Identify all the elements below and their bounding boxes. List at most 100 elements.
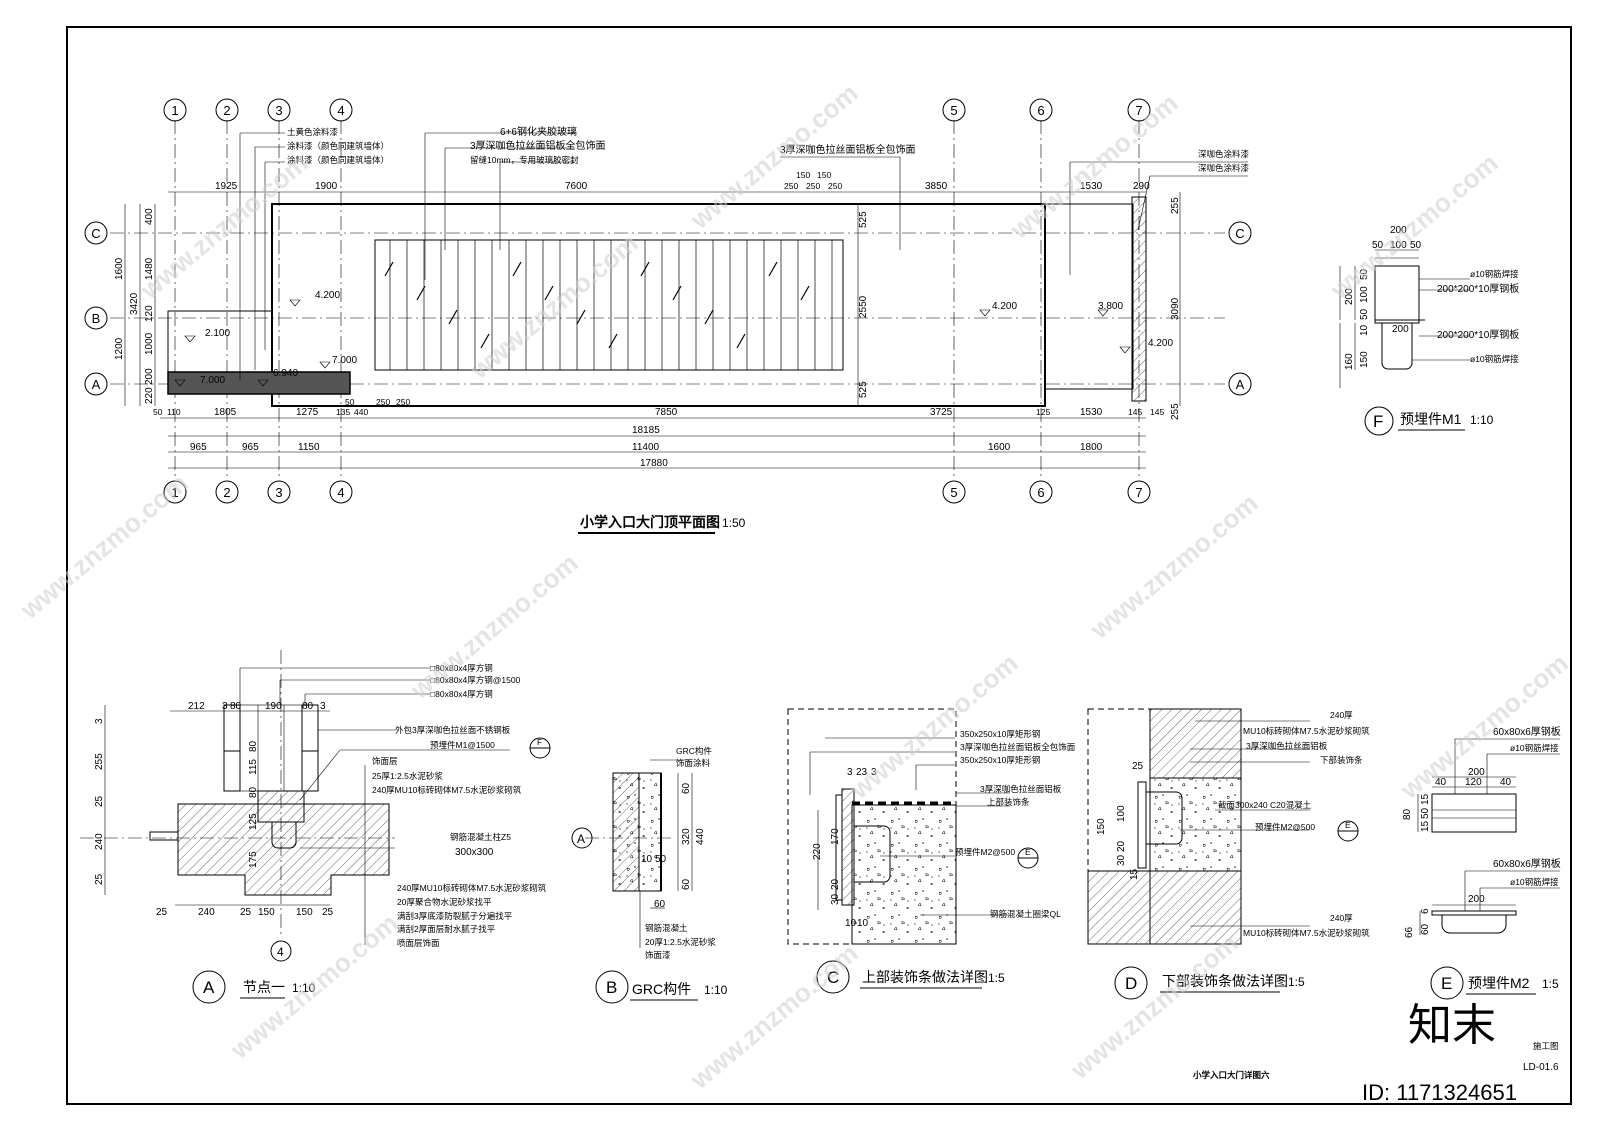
elev-6: 4.200 — [992, 301, 1017, 312]
d-dim-4: 30 — [1116, 854, 1127, 866]
f-dim-200: 200 — [1390, 225, 1407, 236]
a-dim-t6: 3 — [320, 701, 326, 712]
dim-top-4: 250 — [784, 181, 798, 191]
e-dim-4: 40 — [1500, 777, 1512, 788]
b-dim-4: 440 — [695, 828, 706, 845]
grid-bubble-bottom-4-circle — [329, 480, 353, 504]
dim-left-8: 220 — [144, 387, 155, 404]
elev-2: 2.100 — [205, 328, 230, 339]
e-dim-6: 15 — [1420, 793, 1431, 805]
b-label-b3: 饰面漆 — [645, 950, 671, 960]
e-dim-9: 200 — [1468, 894, 1485, 905]
c-dim-2: 23 — [856, 767, 868, 778]
grid-bubble-top-5: 5 — [950, 103, 957, 118]
a-dim-t2: 3 — [222, 701, 228, 712]
sheet-drawing-no: LD-01.6 — [1523, 1062, 1559, 1073]
e-dim-8: 15 — [1420, 820, 1431, 832]
e-label-1: 60x80x6厚钢板 — [1493, 725, 1561, 738]
dim-b1-8: 250 — [376, 397, 390, 407]
a-dim-b3: 25 — [240, 907, 252, 918]
dim-left-6: 1200 — [114, 337, 125, 360]
c-label-3: 350x250x10厚矩形钢 — [960, 755, 1040, 765]
e-bubble: E — [1441, 974, 1452, 993]
dim-right-1: 255 — [1170, 197, 1181, 214]
e-dim-5: 80 — [1402, 808, 1413, 820]
watermark-3: www.znzmo.com — [684, 78, 864, 236]
note-4: 6+6钢化夹胶玻璃 — [500, 125, 577, 138]
a-dim-b6: 25 — [322, 907, 334, 918]
dim-b1-1: 50 — [153, 407, 163, 417]
glass-reflection-mark — [512, 261, 522, 277]
grid-bubble-top-6: 6 — [1037, 103, 1044, 118]
dim-b1-9: 250 — [396, 397, 410, 407]
dim-left-3: 1480 — [144, 257, 155, 280]
glass-reflection-mark — [416, 285, 426, 301]
a-dim-b2: 240 — [198, 907, 215, 918]
a-title: 节点一 — [243, 979, 285, 995]
note-5: 3厚深咖色拉丝面铝板全包饰面 — [470, 139, 606, 152]
grid-bubble-bottom-5: 5 — [950, 485, 957, 500]
d-label-6: 预埋件M2@500 — [1255, 822, 1315, 832]
f-scale: 1:10 — [1470, 413, 1494, 427]
dim-b2-6: 1800 — [1080, 442, 1103, 453]
b-dim-3: 60 — [681, 878, 692, 890]
e-label-3: 60x80x6厚钢板 — [1493, 857, 1561, 870]
dim-b1-10: 7850 — [655, 407, 678, 418]
grid-bubble-right-A: A — [1236, 377, 1245, 392]
elev-4: 6.940 — [273, 368, 298, 379]
f-dim-10: 10 — [1359, 324, 1370, 336]
b-dim-1: 60 — [681, 782, 692, 794]
note-3: 涂料漆（颜色同建筑墙体） — [287, 155, 389, 165]
elev-7: 3.800 — [1098, 301, 1123, 312]
d-label-7: 240厚 — [1330, 913, 1353, 923]
note-6: 留缝10mm，专用玻璃胶密封 — [470, 155, 579, 165]
detail-c-upper-trim: 350x250x10厚矩形钢 3厚深咖色拉丝面铝板全包饰面 350x250x10… — [787, 708, 1076, 994]
f-dim-50a: 50 — [1372, 240, 1384, 251]
c-dim-9: 10 — [857, 918, 869, 929]
d-dim-5: 20 — [1116, 840, 1127, 852]
b-label-t2: 饰面涂料 — [676, 758, 711, 768]
plan-title: 小学入口大门顶平面图 — [580, 514, 720, 530]
detail-a-node: 212 3 80 190 80 3 3 255 25 240 25 80 115… — [80, 650, 551, 1004]
dim-b2-overall: 18185 — [632, 425, 660, 436]
glass-reflection-mark — [672, 285, 682, 301]
dim-left-4: 3420 — [129, 292, 140, 315]
detail-f-embed-m1: 200 50 100 50 50 100 50 200 200 10 150 1… — [1339, 225, 1519, 436]
a-label-11: 240厚MU10标砖砌体M7.5水泥砂浆砌筑 — [397, 883, 547, 893]
a-label-10: 300x300 — [455, 847, 494, 858]
glass-reflection-mark — [576, 309, 586, 325]
a-label-4: 外包3厚深咖色拉丝面不锈钢板 — [395, 725, 511, 735]
b-scale: 1:10 — [704, 983, 728, 997]
dim-left-5: 120 — [144, 305, 155, 322]
a-label-9: 钢筋混凝土柱Z5 — [450, 832, 511, 842]
a-label-13: 满刮3厚底漆防裂腻子分遍找平 — [397, 911, 513, 921]
a-label-12: 20厚聚合物水泥砂浆找平 — [397, 897, 492, 907]
glass-reflection-mark — [544, 285, 554, 301]
dim-top-10: 1530 — [1080, 181, 1103, 192]
a-dim-t5: 80 — [302, 701, 314, 712]
sheet-stage: 施工图 — [1533, 1041, 1559, 1051]
a-dim-l5: 25 — [94, 873, 105, 885]
watermarks: www.znzmo.com www.znzmo.com www.znzmo.co… — [14, 78, 1574, 1096]
e-dim-11: 66 — [1404, 926, 1415, 938]
grid-bubble-left-B: B — [92, 311, 101, 326]
e-dim-3: 120 — [1465, 777, 1482, 788]
a-label-2: □80x80x4厚方钢@1500 — [430, 675, 521, 685]
a-dim-i4: 125 — [248, 813, 259, 830]
e-label-2: ø10钢筋焊接 — [1510, 743, 1559, 753]
f-label-4: ø10钢筋焊接 — [1470, 354, 1519, 364]
grid-bubble-top-7: 7 — [1135, 103, 1142, 118]
grid-bubble-bottom-6: 6 — [1037, 485, 1044, 500]
a-label-8: 240厚MU10标砖砌体M7.5水泥砂浆砌筑 — [372, 785, 522, 795]
f-label-1: ø10钢筋焊接 — [1470, 269, 1519, 279]
grid-bubble-bottom-5-circle — [942, 480, 966, 504]
dim-b2-2: 965 — [242, 442, 259, 453]
watermark-2: www.znzmo.com — [464, 228, 644, 386]
sheet-border — [66, 26, 1572, 1105]
grid-bubble-bottom-2: 2 — [223, 485, 230, 500]
a-dim-i2: 115 — [248, 759, 259, 775]
elev-5: 7.000 — [332, 355, 357, 366]
dim-mid-3: 525 — [858, 381, 869, 398]
grid-bubble-left-B-circle — [84, 306, 108, 330]
b-dim-5: 10 — [641, 854, 653, 865]
